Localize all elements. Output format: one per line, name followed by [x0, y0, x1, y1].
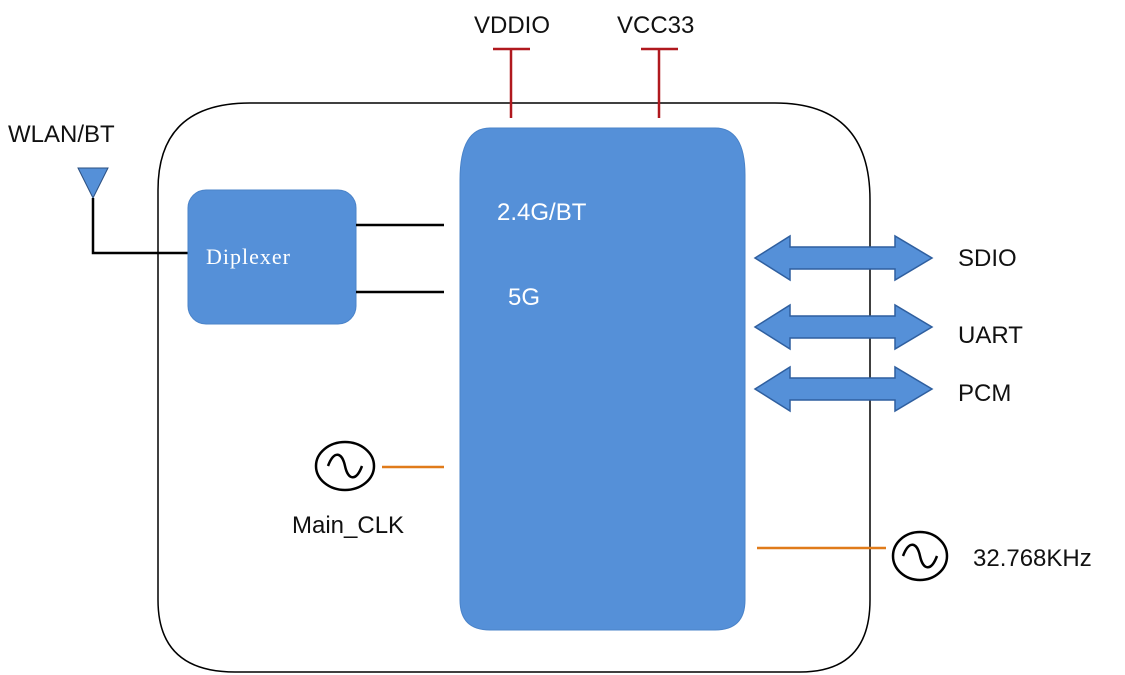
antenna: WLAN/BT [8, 121, 188, 255]
interface-uart: UART [753, 303, 1023, 351]
band-24g-label: 2.4G/BT [497, 199, 587, 226]
interface-sdio: SDIO [753, 234, 1017, 282]
sdio-label: SDIO [958, 245, 1017, 272]
diplexer-label: Diplexer [206, 244, 291, 269]
diplexer-box [187, 189, 357, 325]
sdio-double-arrow [753, 234, 934, 282]
antenna-label: WLAN/BT [8, 121, 115, 148]
antenna-icon [77, 167, 109, 200]
main-clock-label: Main_CLK [292, 512, 404, 539]
module-outline [157, 102, 871, 673]
uart-label: UART [958, 322, 1023, 349]
wifi-bt-chip: 2.4G/BT 5G [459, 127, 746, 631]
band-5g-label: 5G [508, 284, 540, 311]
uart-double-arrow [753, 303, 934, 351]
main-clock: Main_CLK [292, 440, 444, 539]
antenna-feed-line [91, 198, 188, 255]
chip-body [459, 127, 746, 631]
power-vddio: VDDIO [474, 12, 550, 118]
oscillator-icon [314, 440, 376, 492]
interface-pcm: PCM [753, 365, 1011, 413]
power-vcc33: VCC33 [617, 12, 694, 118]
oscillator-icon [891, 530, 949, 582]
rtc-clock: 32.768KHz [757, 530, 1092, 582]
pcm-label: PCM [958, 380, 1011, 407]
pcm-double-arrow [753, 365, 934, 413]
diplexer: Diplexer [187, 189, 357, 325]
rtc-clock-label: 32.768KHz [973, 545, 1092, 572]
vddio-label: VDDIO [474, 12, 550, 39]
vcc33-label: VCC33 [617, 12, 694, 39]
